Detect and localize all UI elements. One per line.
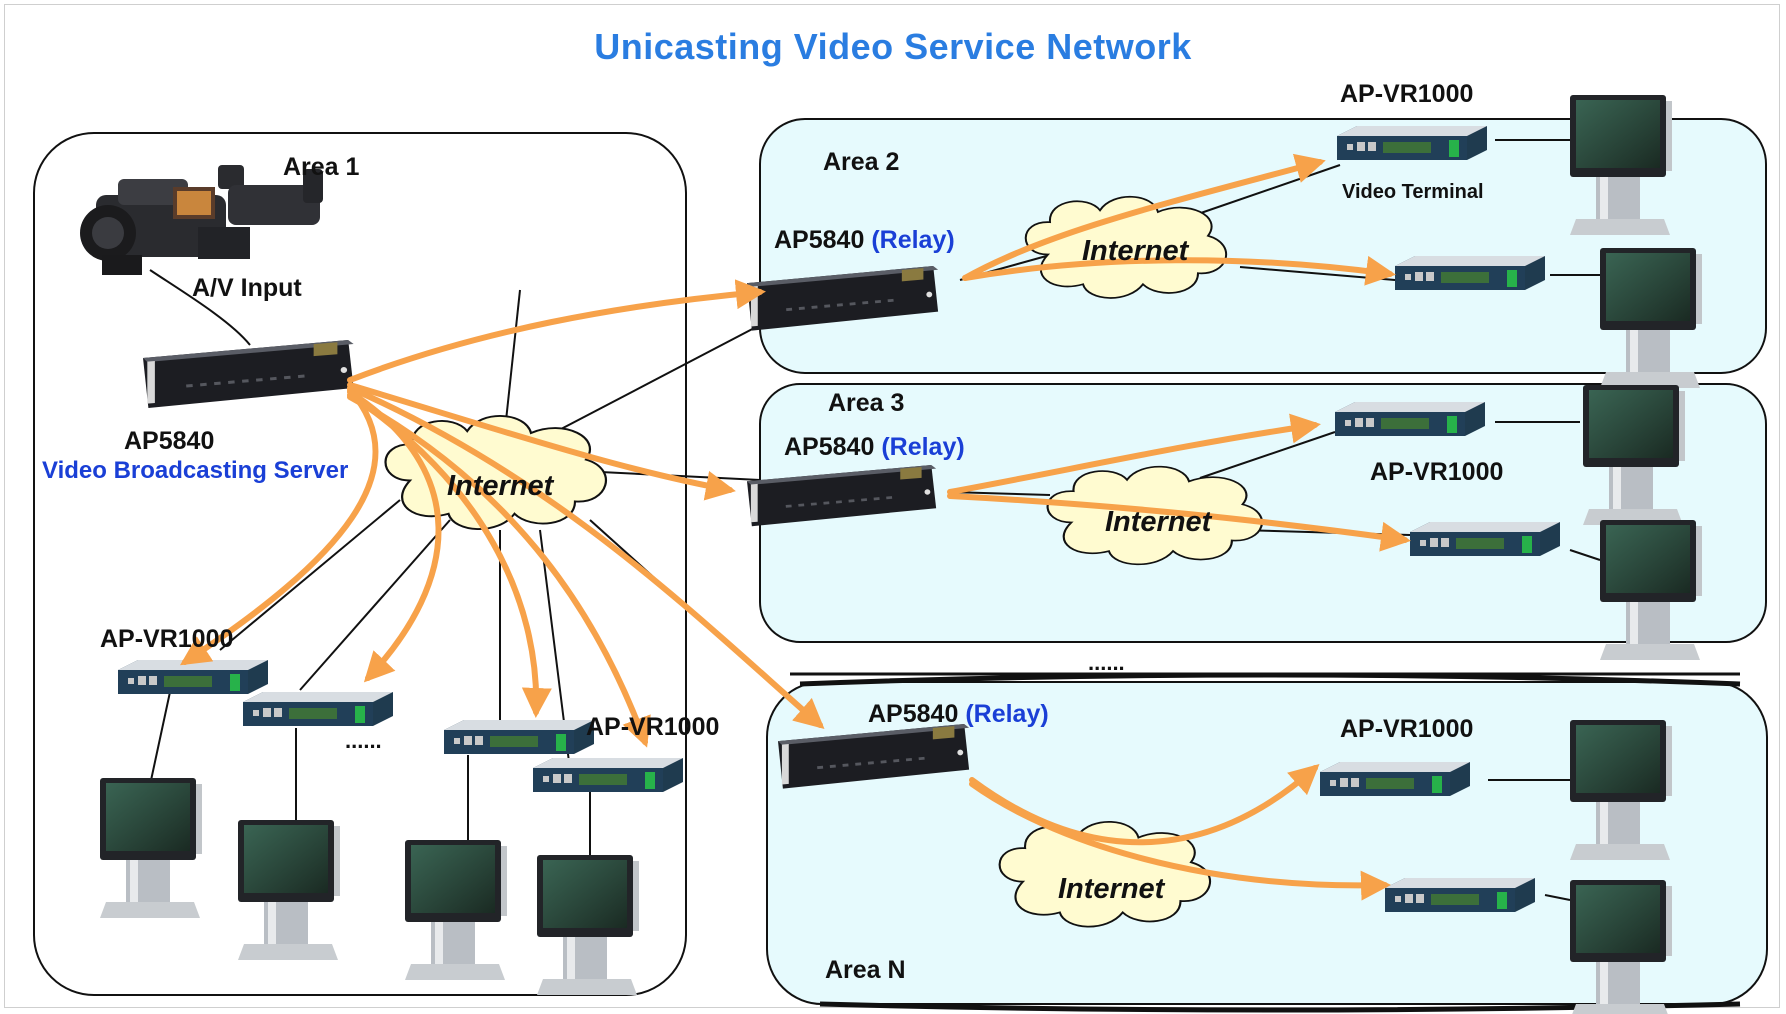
relay-label-area2: AP5840 (Relay) bbox=[774, 226, 955, 255]
internet-label-area3: Internet bbox=[1105, 506, 1212, 538]
camcorder-icon bbox=[80, 165, 323, 275]
video-terminal-label: Video Terminal bbox=[1342, 181, 1484, 203]
relay-tag-text: (Relay) bbox=[965, 700, 1049, 728]
relay-tag-text: (Relay) bbox=[871, 226, 955, 254]
area-1-box bbox=[33, 132, 687, 996]
receiver-box-icon bbox=[444, 720, 594, 754]
receiver-label-area2: AP-VR1000 bbox=[1340, 80, 1474, 108]
area-2-box bbox=[759, 118, 1767, 374]
relay-tag-text: (Relay) bbox=[881, 433, 965, 461]
receiver-box-icon bbox=[243, 692, 393, 726]
area-1-label: Area 1 bbox=[283, 153, 360, 181]
area-3-label: Area 3 bbox=[828, 389, 905, 417]
server-role-label: Video Broadcasting Server bbox=[42, 457, 349, 484]
receiver-box-icon bbox=[118, 660, 268, 694]
area-n-label: Area N bbox=[825, 956, 906, 984]
receiver-box-icon bbox=[1385, 878, 1535, 912]
internet-label-area1: Internet bbox=[447, 470, 554, 502]
area-2-label: Area 2 bbox=[823, 148, 900, 176]
relay-model-text: AP5840 bbox=[784, 433, 875, 461]
internet-label-area-n: Internet bbox=[1058, 873, 1165, 905]
receiver-box-icon bbox=[1337, 126, 1487, 160]
receiver-box-icon bbox=[1335, 402, 1485, 436]
relay-model-text: AP5840 bbox=[868, 700, 959, 728]
receiver-box-icon bbox=[1410, 522, 1560, 556]
receiver-label-area-n: AP-VR1000 bbox=[1340, 715, 1474, 743]
receiver-label-area1-left: AP-VR1000 bbox=[100, 625, 234, 653]
receiver-label-area1-right: AP-VR1000 bbox=[586, 713, 720, 741]
ellipsis-between-areas: ...... bbox=[1088, 650, 1125, 675]
unicast-arrows bbox=[179, 153, 1411, 901]
receiver-label-area3: AP-VR1000 bbox=[1370, 458, 1504, 486]
av-input-label: A/V Input bbox=[192, 274, 302, 302]
ellipsis-area1: ...... bbox=[345, 728, 382, 753]
area-n-box bbox=[766, 681, 1768, 1005]
diagram-title: Unicasting Video Service Network bbox=[594, 26, 1192, 67]
relay-label-area-n: AP5840 (Relay) bbox=[868, 700, 1049, 729]
receiver-box-icon bbox=[1395, 256, 1545, 290]
relay-label-area3: AP5840 (Relay) bbox=[784, 433, 965, 462]
receiver-box-icon bbox=[1320, 762, 1470, 796]
server-model-label: AP5840 bbox=[124, 427, 215, 455]
receiver-box-icon bbox=[533, 758, 683, 792]
internet-label-area2: Internet bbox=[1082, 235, 1189, 267]
relay-model-text: AP5840 bbox=[774, 226, 865, 254]
